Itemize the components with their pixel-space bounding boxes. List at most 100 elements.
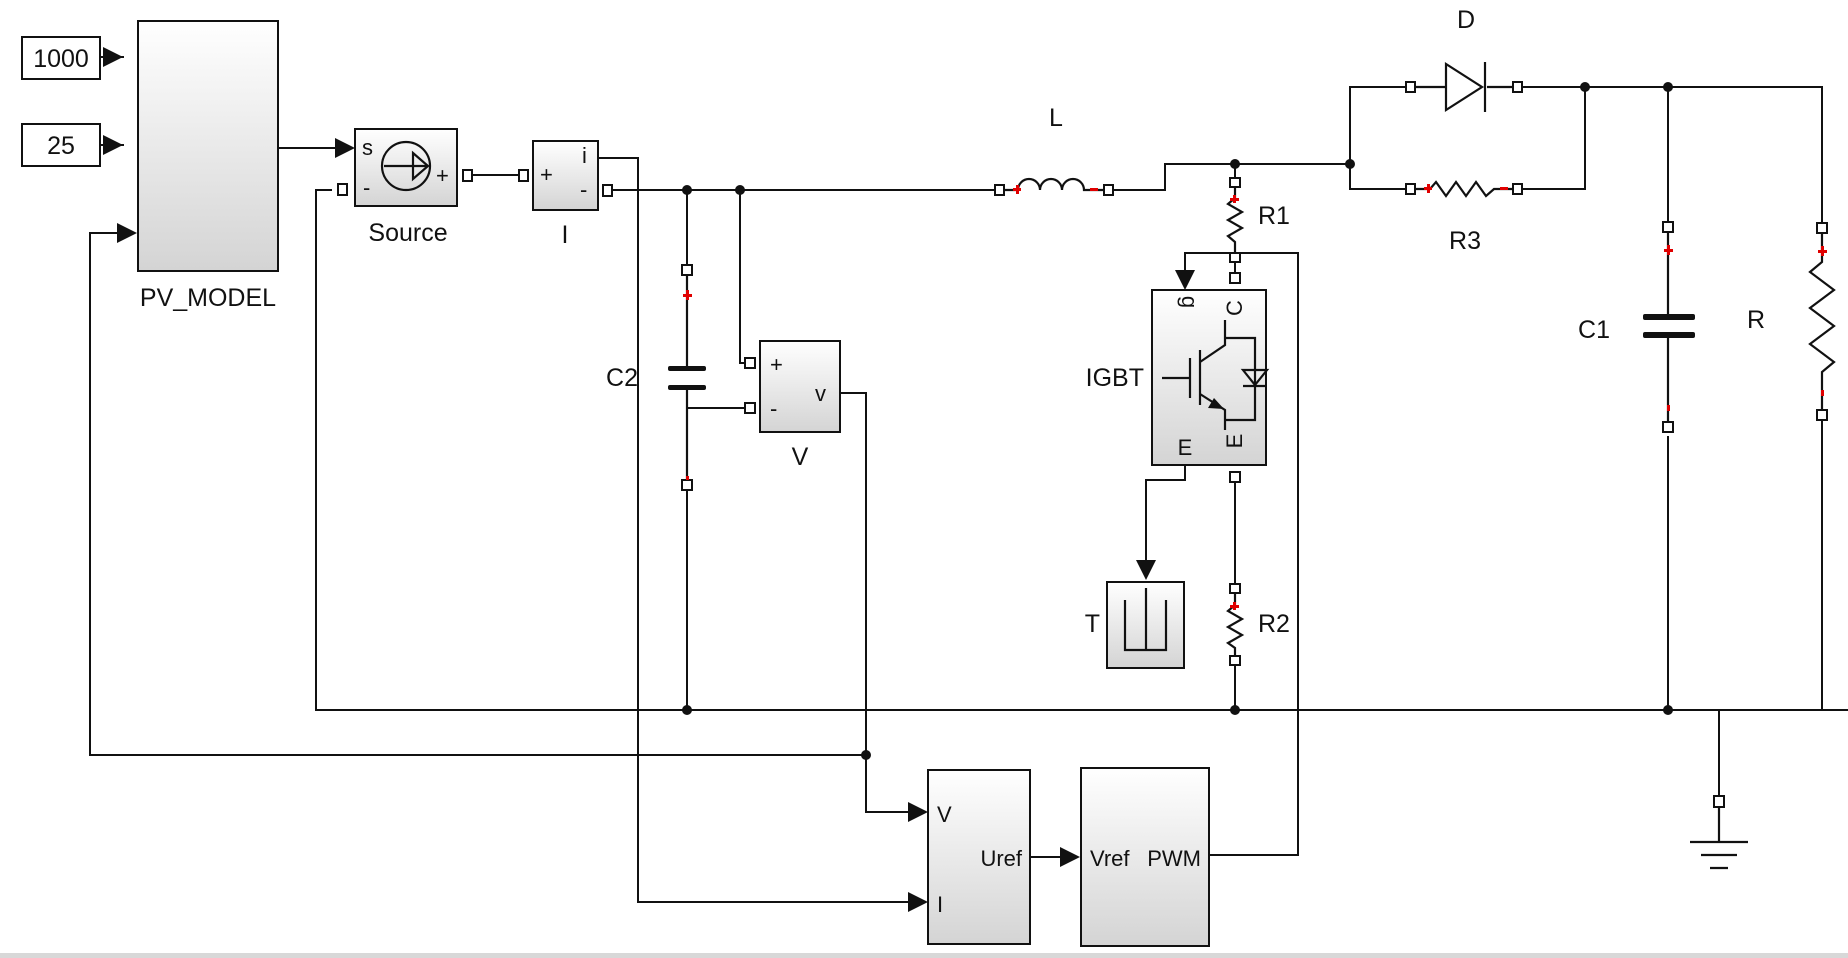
r1-label: R1 (1258, 202, 1290, 230)
arrowhead (1060, 847, 1080, 867)
imeas-port-plus: + (540, 162, 553, 187)
arrowhead (908, 802, 928, 822)
junction-dot (682, 185, 692, 195)
junction-dot (861, 750, 871, 760)
terminator-icon (1123, 588, 1168, 652)
arrowhead (103, 47, 123, 67)
capacitor-c2[interactable] (668, 264, 706, 491)
wire-ground-return (315, 189, 1848, 711)
wire-r3-right (1522, 87, 1586, 190)
capacitor-plate (1643, 332, 1695, 338)
mppt-port-i: I (937, 892, 943, 917)
vmeas-port-v: v (815, 381, 826, 406)
resistor-r1[interactable] (1225, 177, 1245, 263)
resistor-icon (1415, 180, 1513, 198)
wire-r3-left (1349, 164, 1406, 190)
wire-igbt-to-terminator (1145, 465, 1186, 560)
terminator-block[interactable] (1106, 581, 1185, 669)
current-arrow-icon (384, 150, 430, 182)
source-port-plus: + (436, 163, 449, 188)
ground-icon[interactable] (1690, 795, 1748, 870)
igbt-port-c: C (1222, 300, 1247, 316)
load-resistor-label: R (1747, 306, 1765, 334)
terminator-label: T (1085, 610, 1100, 638)
imeas-port-minus: - (580, 177, 587, 202)
mppt-port-uref: Uref (980, 846, 1022, 871)
resistor-r2[interactable] (1225, 583, 1245, 666)
r3-label: R3 (1449, 227, 1481, 255)
arrowhead (1175, 270, 1195, 290)
capacitor-plate (1643, 314, 1695, 320)
wire-v-to-mppt (840, 392, 910, 813)
wire-i-to-mppt (598, 157, 910, 903)
arrowheads (103, 47, 1195, 912)
inductor-l[interactable] (994, 177, 1114, 196)
source-port-minus: - (363, 175, 370, 200)
resistor-r-load[interactable] (1808, 222, 1836, 421)
source-block[interactable]: s - + (354, 128, 458, 207)
capacitor-plate (668, 366, 706, 371)
arrowhead (103, 135, 123, 155)
igbt-symbol-icon (1162, 320, 1270, 430)
pv-model-block[interactable] (137, 20, 279, 272)
pwm-block[interactable]: Vref PWM (1080, 767, 1210, 947)
junction-dot (1230, 159, 1240, 169)
port-square (602, 184, 613, 197)
igbt-block[interactable]: g C E E (1151, 272, 1270, 483)
mppt-port-v: V (937, 802, 952, 827)
diode-label: D (1457, 6, 1475, 34)
junction-dot (1663, 705, 1673, 715)
igbt-port-e-right: E (1222, 434, 1247, 449)
diode-d[interactable] (1405, 61, 1523, 113)
wire-vmeas-plus (739, 190, 745, 364)
junction-dot (682, 705, 692, 715)
arrowhead (908, 892, 928, 912)
capacitor-plate (668, 385, 706, 390)
constant-temperature[interactable]: 25 (21, 123, 101, 167)
inductor-coil-icon (1004, 177, 1104, 192)
arrowhead (335, 138, 355, 158)
inductor-label: L (1049, 104, 1063, 132)
resistor-r3[interactable] (1405, 180, 1523, 198)
igbt-port-e-left: E (1178, 435, 1193, 460)
junction-dot (1663, 82, 1673, 92)
wire-feedback-voltage (89, 232, 865, 756)
c1-label: C1 (1578, 316, 1610, 344)
diode-icon (1444, 61, 1485, 113)
wire-inductor-to-node (1113, 163, 1350, 191)
pwm-port-pwm: PWM (1147, 846, 1201, 871)
junction-dot (1345, 159, 1355, 169)
r2-label: R2 (1258, 610, 1290, 638)
voltage-measurement-label: V (792, 443, 809, 471)
junctions (682, 82, 1673, 760)
wire-pwm-to-gate (1184, 252, 1299, 856)
capacitor-c1[interactable] (1643, 221, 1695, 433)
vmeas-port-minus: - (770, 396, 777, 421)
wire-diode-left (1349, 86, 1406, 164)
imeas-port-i: i (582, 143, 587, 168)
constant-irradiance-value: 1000 (33, 45, 89, 73)
constant-temperature-value: 25 (47, 132, 75, 160)
wire-diode-right (1522, 86, 1823, 223)
junction-dot (1230, 705, 1240, 715)
current-measurement-label: I (562, 221, 569, 249)
voltage-measurement-block[interactable]: + - v (744, 340, 841, 433)
port-square (462, 169, 473, 182)
vmeas-port-plus: + (770, 352, 783, 377)
port-square (518, 169, 529, 182)
junction-dot (735, 185, 745, 195)
pwm-port-vref: Vref (1090, 846, 1130, 871)
current-source-icon (380, 140, 432, 192)
igbt-port-g: g (1177, 296, 1202, 308)
igbt-label: IGBT (1086, 364, 1144, 392)
source-label: Source (368, 219, 447, 247)
constant-irradiance[interactable]: 1000 (21, 36, 101, 80)
resistor-icon (1808, 233, 1836, 410)
current-measurement-block[interactable]: + i - (532, 140, 599, 211)
source-port-s: s (362, 135, 373, 160)
port-square (337, 183, 348, 196)
mppt-block[interactable]: V I Uref (927, 769, 1031, 945)
wires (89, 56, 1848, 903)
pv-model-label: PV_MODEL (140, 284, 276, 312)
